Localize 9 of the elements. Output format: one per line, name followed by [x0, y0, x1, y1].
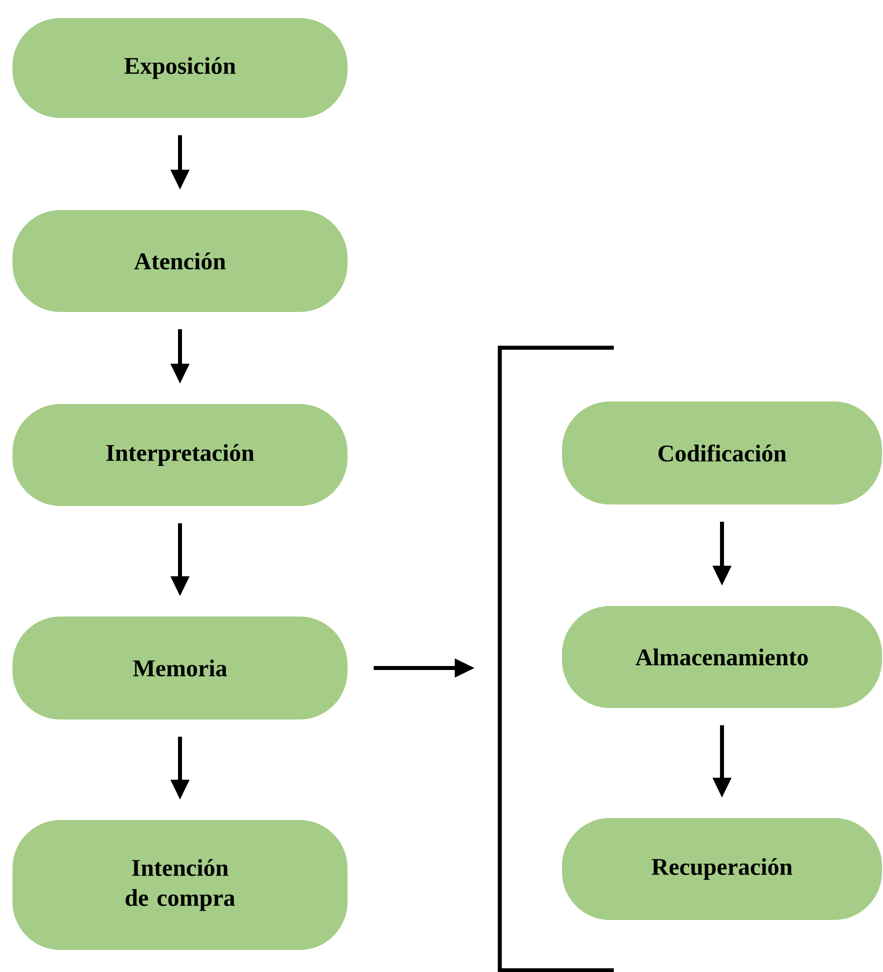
process-box: Recuperación	[562, 818, 882, 920]
bracket	[498, 346, 614, 972]
process-box: Exposición	[12, 18, 348, 118]
process-box: Almacenamiento	[562, 606, 882, 708]
process-box: Intención de compra	[12, 820, 348, 950]
process-box: Codificación	[562, 402, 882, 504]
process-box: Atención	[12, 210, 348, 312]
process-box: Memoria	[12, 616, 348, 720]
process-box: Interpretación	[12, 404, 348, 506]
